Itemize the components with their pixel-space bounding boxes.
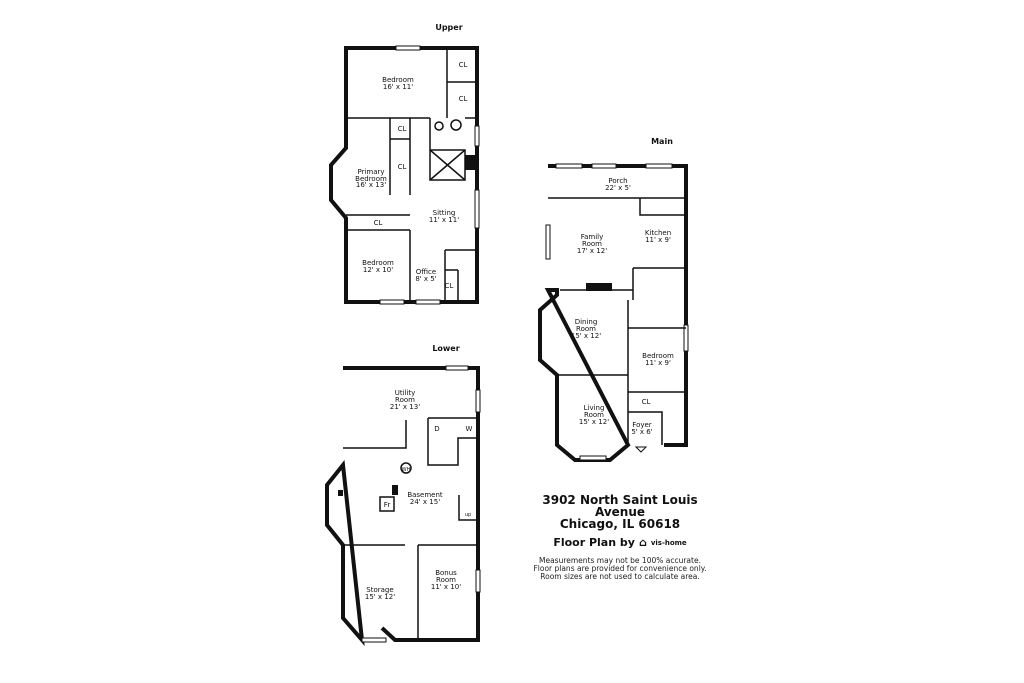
column [392,485,398,495]
room-label: Utility [395,389,416,397]
window [645,163,673,169]
room-label: Storage [366,586,393,594]
room-label: Room [395,396,415,404]
window [415,299,441,305]
room-label: Bedroom [642,352,674,360]
room-label: Primary [357,168,384,176]
room-size: 11' x 9' [645,359,671,367]
room-size: 11' x 9' [645,236,671,244]
room-size: 12' x 10' [363,266,393,274]
furnace [379,496,395,512]
window [379,299,405,305]
closet-label: CL [459,61,468,69]
room-label: Bedroom [382,76,414,84]
closet-label: CL [642,398,651,406]
lower-floor-label: Lower [432,344,459,353]
room-size: 16' x 11' [383,83,413,91]
house-logo-icon: ⌂ [638,536,647,549]
main-floor: Main Porch 22' x 5' Family Room 17' x 12… [538,137,689,462]
window [475,389,481,413]
room-size: 15' x 12' [571,332,601,340]
water-heater-icon [400,462,412,474]
skylight [429,149,466,181]
room-label: Room [584,411,604,419]
room-size: 16' x 13' [356,181,386,189]
chimney [465,155,477,170]
closet-label: CL [374,219,383,227]
window [591,163,617,169]
main-exterior-walls [538,164,688,462]
address-line2: Chicago, IL 60618 [559,517,681,531]
room-label: Bedroom [355,175,387,183]
fixture-label: D [434,425,439,433]
window [395,45,421,51]
room-label: Room [582,240,602,248]
closet-label: CL [459,95,468,103]
window [545,224,551,260]
room-size: 22' x 5' [605,184,631,192]
window [683,324,689,352]
disclaimer-line: Room sizes are not used to calculate are… [540,572,700,581]
room-size: 17' x 12' [577,247,607,255]
closet-label: CL [398,125,407,133]
room-label: Foyer [632,421,652,429]
room-size: 24' x 15' [410,498,440,506]
property-info: 3902 North Saint Louis Avenue Chicago, I… [520,494,720,581]
entry-arrow-icon [634,446,648,453]
window [579,455,607,461]
upper-interior-walls [346,48,477,302]
upper-floor: Upper Bedroom 16' x 11' Primary Bedroom … [329,23,480,305]
window [475,569,481,593]
room-size: 11' x 10' [431,583,461,591]
lower-floor: Lower Utility Room 21' x 13' Basement 24… [325,344,481,647]
fixture-label: Fr [384,501,391,509]
window [555,163,583,169]
closet-label: CL [445,282,454,290]
address-line1: 3902 North Saint Louis Avenue [542,493,698,519]
floor-plan-credit: Floor Plan by ⌂ vis-home [520,536,720,549]
room-label: Bedroom [362,259,394,267]
window [474,125,480,147]
disclaimer-line: Measurements may not be 100% accurate. [539,556,701,565]
room-size: 5' x 6' [631,428,652,436]
lower-exterior-walls [325,366,480,647]
window [474,189,480,229]
lower-interior-walls [343,417,478,640]
upper-floor-label: Upper [435,23,462,32]
room-label: Dining [575,318,598,326]
room-size: 15' x 12' [579,418,609,426]
column [338,490,343,496]
fixture-label: WH [402,467,411,473]
room-label: Family [581,233,604,241]
room-label: Living [584,404,605,412]
room-label: Bonus [435,569,457,577]
room-label: Kitchen [645,229,671,237]
sink-icon [450,119,462,131]
disclaimer-line: Floor plans are provided for convenience… [533,564,707,573]
room-label: Sitting [433,209,456,217]
room-label: Office [416,268,436,276]
disclaimer: Measurements may not be 100% accurate. F… [520,557,720,581]
window [361,637,387,643]
fixture-label: W [466,425,473,433]
closet-label: CL [398,163,407,171]
toilet-icon [434,121,444,131]
room-label: Porch [608,177,627,185]
fireplace [586,283,612,291]
room-label: Basement [407,491,443,499]
room-size: 21' x 13' [390,403,420,411]
brand-logo: vis-home [650,538,687,547]
room-label: Room [576,325,596,333]
floor-plan-by-label: Floor Plan by [553,536,635,549]
main-interior-walls [548,197,686,445]
room-size: 15' x 12' [365,593,395,601]
room-size: 8' x 5' [415,275,436,283]
room-size: 11' x 11' [429,216,459,224]
stair-label: up [465,512,471,518]
room-label: Room [436,576,456,584]
window [445,365,469,371]
main-floor-label: Main [651,137,673,146]
